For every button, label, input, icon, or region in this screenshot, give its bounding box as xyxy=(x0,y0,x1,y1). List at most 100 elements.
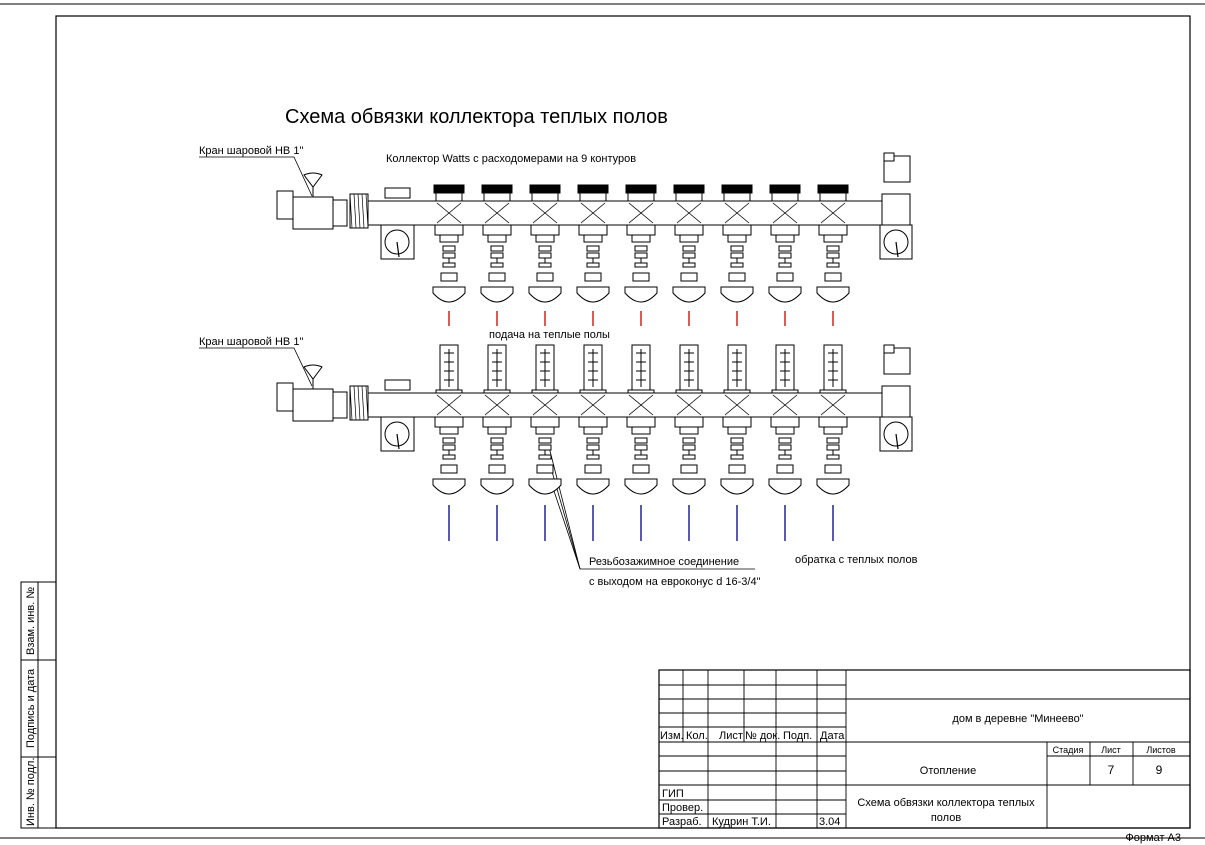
valve-handle xyxy=(303,364,323,380)
circuit-outlet xyxy=(720,344,754,541)
valve-cross xyxy=(628,394,654,416)
valve-cap xyxy=(625,184,657,194)
outlet-nut xyxy=(770,416,800,428)
nipple-bottom xyxy=(586,262,600,268)
outlet-neck xyxy=(823,426,843,435)
tb-sheets-label: Листов xyxy=(1146,745,1175,755)
compression-ring xyxy=(440,272,458,282)
nipple-mid xyxy=(778,252,792,259)
circuit-outlet xyxy=(576,344,610,541)
nipple-mid xyxy=(490,252,504,259)
tb-developer-name: Кудрин Т.И. xyxy=(712,816,771,828)
side-stamp xyxy=(20,581,57,829)
compression-fitting xyxy=(480,478,514,495)
compression-ring xyxy=(488,464,506,474)
nipple-mid xyxy=(778,444,792,451)
flowmeter-base xyxy=(483,389,511,394)
label-fitting-line1: Резьбозажимное соединение xyxy=(589,556,739,568)
nipple-top xyxy=(586,437,600,444)
manifold-return xyxy=(276,344,913,541)
valve-collar xyxy=(579,192,607,202)
compression-ring xyxy=(440,464,458,474)
label-valve-bottom: Кран шаровой НВ 1" xyxy=(199,336,303,348)
nipple-top xyxy=(730,437,744,444)
compression-fitting xyxy=(672,286,706,303)
circuit-outlet xyxy=(480,184,514,326)
manifold-supply xyxy=(276,152,913,326)
tb-ndok: № док. xyxy=(745,730,780,742)
valve-collar xyxy=(435,192,463,202)
compression-ring xyxy=(680,464,698,474)
compression-fitting xyxy=(768,286,802,303)
format-label: Формат А3 xyxy=(1125,832,1181,844)
outlet-neck xyxy=(823,234,843,243)
circuit-outlet xyxy=(528,184,562,326)
nipple-mid xyxy=(586,252,600,259)
nipple-mid xyxy=(442,444,456,451)
tb-sheet-title-1: Схема обвязки коллектора теплых xyxy=(857,797,1035,809)
outlet-neck xyxy=(487,234,507,243)
valve-collar xyxy=(627,192,655,202)
nipple-bottom xyxy=(826,454,840,460)
compression-ring xyxy=(584,272,602,282)
compression-ring xyxy=(632,464,650,474)
outlet-nut xyxy=(434,224,464,236)
nipple-top xyxy=(586,245,600,252)
valve-handle xyxy=(303,172,323,188)
compression-fitting xyxy=(672,478,706,495)
flowmeter-base xyxy=(627,389,655,394)
circuit-outlet xyxy=(576,184,610,326)
outlet-nut xyxy=(722,416,752,428)
valve-fitting xyxy=(332,199,348,227)
valve-collar xyxy=(723,192,751,202)
side-stamp-podpis: Подпись и дата xyxy=(25,668,37,748)
compression-ring xyxy=(824,464,842,474)
outlet-nut xyxy=(434,416,464,428)
flowmeter-base xyxy=(435,389,463,394)
valve-cross xyxy=(820,394,846,416)
drawing-title: Схема обвязки коллектора теплых полов xyxy=(285,106,668,128)
tb-izm: Изм. xyxy=(660,730,684,742)
compression-ring xyxy=(536,272,554,282)
circuit-outlet xyxy=(624,184,658,326)
compression-ring xyxy=(776,272,794,282)
outlet-neck xyxy=(775,426,795,435)
circuit-outlet xyxy=(816,184,850,326)
valve-nut xyxy=(276,190,294,220)
circuit-outlet xyxy=(816,344,850,541)
valve-cross xyxy=(484,394,510,416)
outlet-nut xyxy=(626,416,656,428)
outlet-neck xyxy=(583,426,603,435)
outlet-nut xyxy=(722,224,752,236)
outlet-nut xyxy=(530,224,560,236)
outlet-nut xyxy=(818,224,848,236)
nipple-mid xyxy=(730,444,744,451)
nipple-thread xyxy=(353,385,357,421)
threaded-nipple xyxy=(349,193,369,229)
circuit-outlet xyxy=(432,344,466,541)
nipple-top xyxy=(778,437,792,444)
nipple-top xyxy=(634,437,648,444)
side-stamp-inv: Инв. № подл. xyxy=(25,757,37,826)
air-vent-top xyxy=(883,344,895,354)
side-stamp-vzam: Взам. инв. № xyxy=(25,587,37,655)
tb-list: Лист xyxy=(719,730,743,742)
threaded-nipple xyxy=(349,385,369,421)
nipple-top xyxy=(826,437,840,444)
nipple-bottom xyxy=(682,262,696,268)
compression-fitting xyxy=(576,478,610,495)
valve-collar xyxy=(819,192,847,202)
compression-fitting xyxy=(816,478,850,495)
nipple-mid xyxy=(586,444,600,451)
outlet-neck xyxy=(679,234,699,243)
valve-cross xyxy=(676,202,702,224)
outlet-neck xyxy=(727,426,747,435)
nipple-bottom xyxy=(442,454,456,460)
outlet-neck xyxy=(535,426,555,435)
nipple-top xyxy=(634,245,648,252)
valve-cross xyxy=(724,394,750,416)
nipple-bottom xyxy=(634,262,648,268)
nipple-mid xyxy=(538,252,552,259)
label-collector: Коллектор Watts с расходомерами на 9 кон… xyxy=(386,153,636,165)
valve-cap xyxy=(433,184,465,194)
